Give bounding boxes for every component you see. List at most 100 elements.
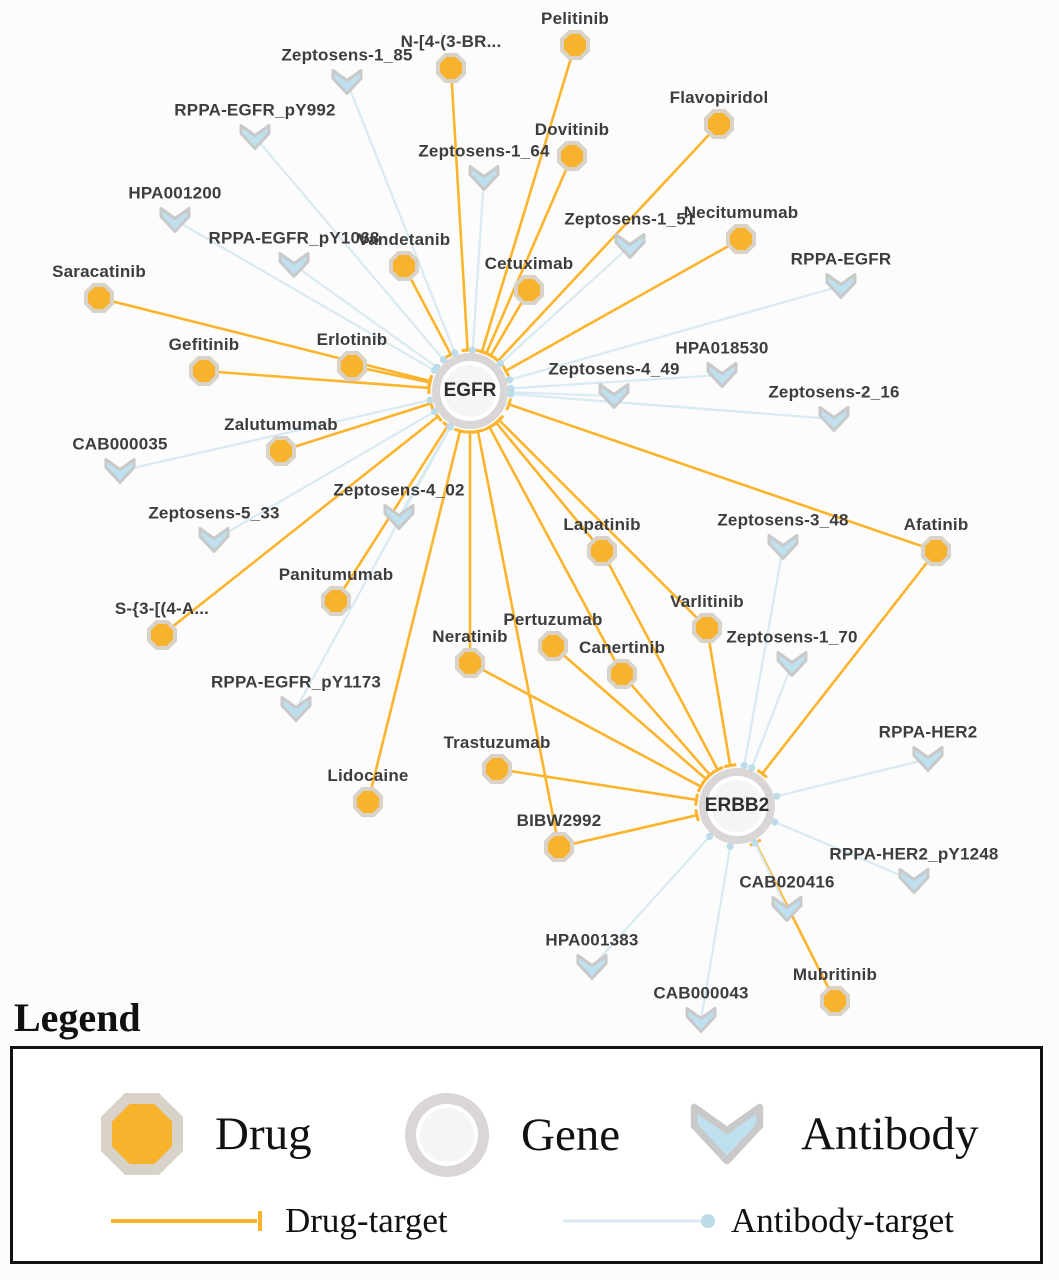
drug-node-bibw2992[interactable]: BIBW2992 [517,811,601,862]
antibody-node-rppa-egfr_py1173[interactable]: RPPA-EGFR_pY1173 [211,673,381,725]
drug-octagon-icon [337,351,367,381]
legend-drug-target-label: Drug-target [285,1201,448,1240]
node-label: S-{3-[(4-A... [114,599,210,618]
drug-node-pertuzumab[interactable]: Pertuzumab [503,610,602,661]
edge-trastuzumab-ERBB2 [496,767,699,806]
node-label: Flavopiridol [669,88,769,107]
drug-target-line-icon [111,1211,262,1231]
gene-node-EGFR[interactable]: EGFR [432,353,508,429]
legend-box: Drug Gene Antibody Drug-target Antibody-… [10,1046,1043,1264]
gene-node-ERBB2[interactable]: ERBB2 [699,768,775,844]
edge-s-3-4-a-EGFR [161,410,443,637]
antibody-node-cab000043[interactable]: CAB000043 [653,984,748,1036]
edge-afatinib-ERBB2 [756,550,938,779]
drug-node-gefitinib[interactable]: Gefitinib [169,335,239,386]
antibody-node-zeptosens-1_70[interactable]: Zeptosens-1_70 [726,628,857,680]
edge-n-4-3-br-EGFR [449,67,474,352]
drug-node-afatinib[interactable]: Afatinib [904,515,968,566]
antibody-chevron-icon [239,124,271,150]
drug-node-neratinib[interactable]: Neratinib [432,627,508,678]
legend-drug-label: Drug [215,1108,312,1160]
node-label: RPPA-HER2 [878,722,978,742]
antibody-node-hpa001200[interactable]: HPA001200 [128,184,221,236]
edge-zeptosens-1_51-EGFR [496,245,631,368]
drug-octagon-icon [820,986,850,1016]
node-label: Necitumumab [683,203,799,222]
legend-item-drug: Drug [101,1093,312,1175]
legend-item-antibody: Antibody [685,1097,979,1171]
antibody-node-hpa001383[interactable]: HPA001383 [545,931,638,983]
drug-node-saracatinib[interactable]: Saracatinib [52,262,146,313]
node-label: N-[4-(3-BR... [400,32,502,51]
drug-node-mubritinib[interactable]: Mubritinib [793,965,877,1016]
antibody-node-zeptosens-2_16[interactable]: Zeptosens-2_16 [768,383,899,435]
node-label: CAB000043 [653,983,749,1003]
antibody-node-zeptosens-1_64[interactable]: Zeptosens-1_64 [418,142,549,194]
node-label: Neratinib [432,627,508,646]
edge-cab020416-ERBB2 [751,839,788,910]
antibody-target-line-icon [563,1214,715,1228]
antibody-node-rppa-egfr_py992[interactable]: RPPA-EGFR_pY992 [174,101,336,153]
antibody-node-rppa-her2[interactable]: RPPA-HER2 [879,723,977,775]
antibody-node-zeptosens-4_02[interactable]: Zeptosens-4_02 [333,481,464,533]
node-label: RPPA-EGFR_pY1068 [208,228,380,248]
drug-node-s-3-4-a[interactable]: S-{3-[(4-A... [115,599,209,650]
edge-hpa018530-EGFR [507,373,723,392]
drug-node-n-4-3-br[interactable]: N-[4-(3-BR... [401,32,501,83]
antibody-chevron-icon [767,534,799,560]
edge-rppa-egfr_py1068-EGFR [293,264,441,371]
edge-zalutumumab-EGFR [280,397,435,453]
drug-node-flavopiridol[interactable]: Flavopiridol [670,88,768,139]
node-label: Zalutumumab [224,415,338,434]
antibody-node-zeptosens-1_85[interactable]: Zeptosens-1_85 [281,46,412,98]
antibody-node-zeptosens-3_48[interactable]: Zeptosens-3_48 [717,511,848,563]
drug-node-canertinib[interactable]: Canertinib [579,638,665,689]
node-label: Zeptosens-1_85 [281,45,413,65]
node-label: Panitumumab [278,565,394,584]
edge-pertuzumab-ERBB2 [552,645,712,785]
antibody-node-zeptosens-4_49[interactable]: Zeptosens-4_49 [548,360,679,412]
antibody-node-zeptosens-1_51[interactable]: Zeptosens-1_51 [564,210,695,262]
antibody-node-hpa018530[interactable]: HPA018530 [675,339,768,391]
edge-rppa-egfr_py1173-EGFR [295,423,454,710]
antibody-node-rppa-egfr[interactable]: RPPA-EGFR [791,250,891,302]
drug-node-pelitinib[interactable]: Pelitinib [541,9,609,60]
node-label: Pertuzumab [503,610,603,629]
legend-item-antibody-target: Antibody-target [557,1201,954,1241]
drug-octagon-icon [84,283,114,313]
edge-zeptosens-5_33-EGFR [213,408,439,541]
antibody-node-cab000035[interactable]: CAB000035 [72,435,167,487]
drug-node-lidocaine[interactable]: Lidocaine [327,766,408,817]
antibody-node-rppa-her2_py1248[interactable]: RPPA-HER2_pY1248 [829,845,998,897]
edge-flavopiridol-EGFR [492,123,720,367]
edge-varlitinib-EGFR [493,414,708,629]
drug-octagon-icon [704,109,734,139]
node-label: BIBW2992 [516,811,602,830]
drug-node-vandetanib[interactable]: Vandetanib [358,230,450,281]
drug-node-necitumumab[interactable]: Necitumumab [684,203,798,254]
edge-canertinib-EGFR [483,422,624,675]
drug-node-zalutumumab[interactable]: Zalutumumab [224,415,338,466]
edge-canertinib-ERBB2 [621,673,716,781]
drug-node-varlitinib[interactable]: Varlitinib [670,592,744,643]
antibody-chevron-icon [383,504,415,530]
drug-node-lapatinib[interactable]: Lapatinib [563,515,640,566]
edge-pelitinib-EGFR [475,44,577,355]
drug-node-erlotinib[interactable]: Erlotinib [317,330,387,381]
drug-node-panitumumab[interactable]: Panitumumab [279,565,393,616]
edge-hpa001383-ERBB2 [591,832,714,968]
drug-node-trastuzumab[interactable]: Trastuzumab [443,733,550,784]
antibody-node-zeptosens-5_33[interactable]: Zeptosens-5_33 [148,504,279,556]
drug-octagon-icon [560,30,590,60]
antibody-node-cab020416[interactable]: CAB020416 [739,873,834,925]
drug-node-dovitinib[interactable]: Dovitinib [535,120,609,171]
drug-node-cetuximab[interactable]: Cetuximab [485,254,573,305]
antibody-node-rppa-egfr_py1068[interactable]: RPPA-EGFR_pY1068 [208,229,379,281]
node-label: RPPA-HER2_pY1248 [829,844,999,864]
antibody-chevron-icon [825,273,857,299]
edge-rppa-egfr_py992-EGFR [254,136,448,364]
node-label: Pelitinib [541,9,609,28]
